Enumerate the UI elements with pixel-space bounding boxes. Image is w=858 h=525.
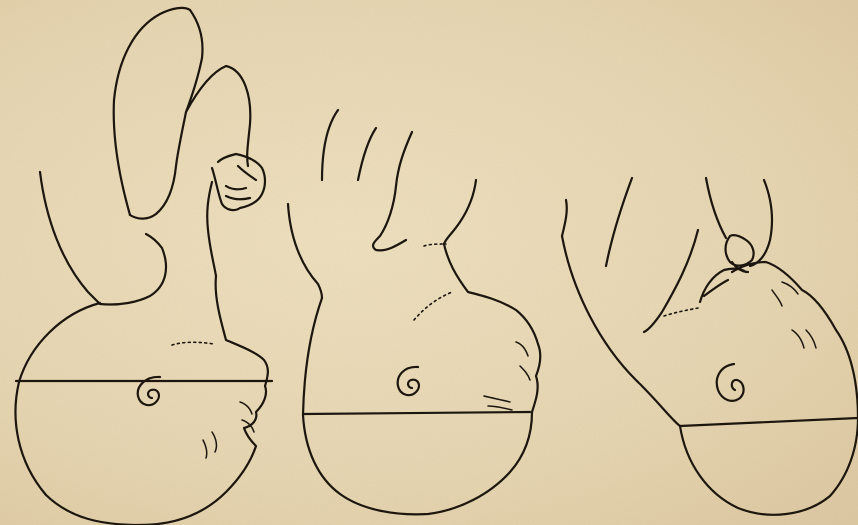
line-drawing [0, 0, 858, 525]
illustration-plate [0, 0, 858, 525]
